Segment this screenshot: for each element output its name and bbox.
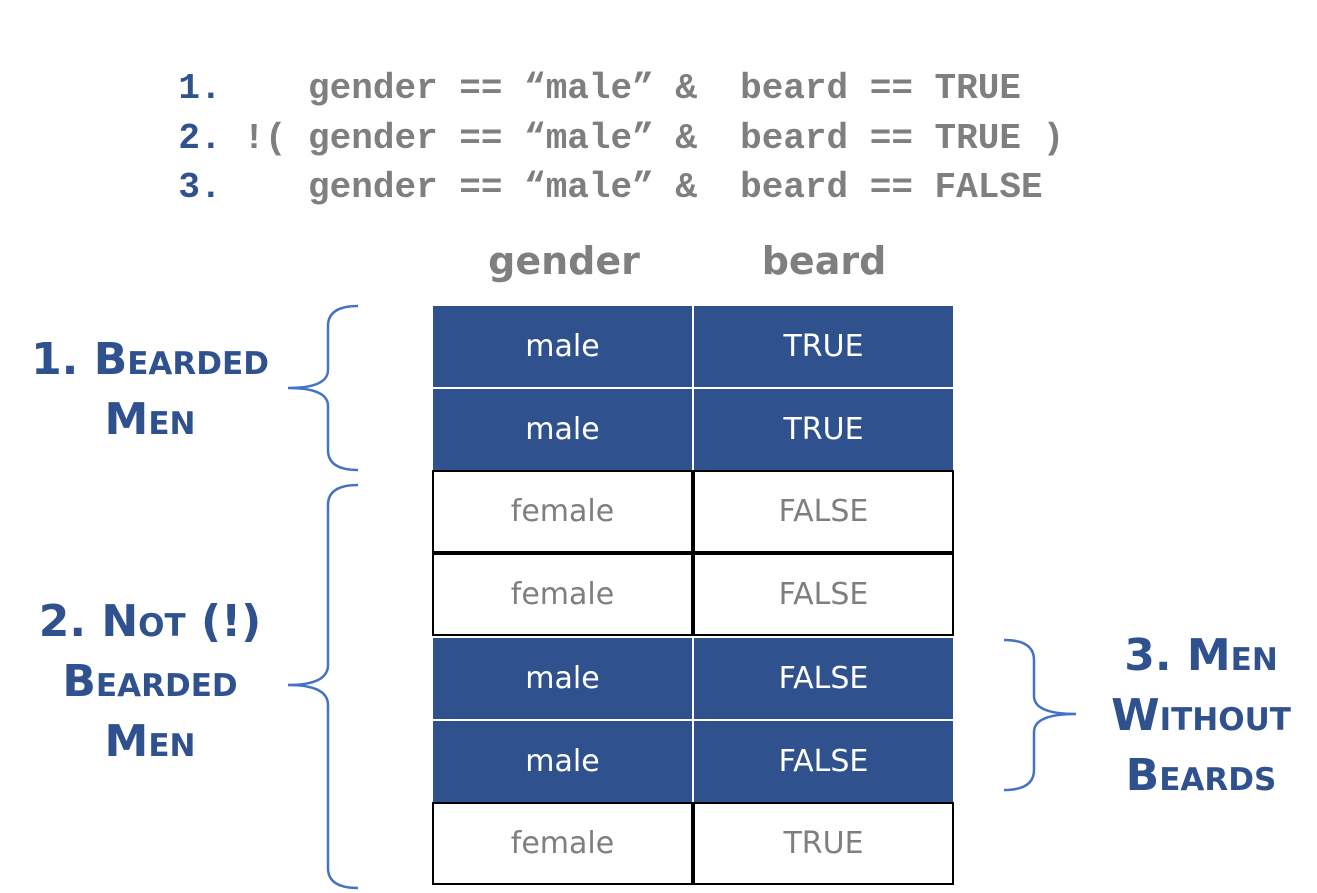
table-row: male FALSE — [432, 637, 954, 720]
table-row: male FALSE — [432, 720, 954, 803]
code-line-number: 3. — [178, 167, 222, 208]
label-line: 2. Not (!) — [38, 596, 262, 647]
table-cell-beard: TRUE — [693, 802, 954, 885]
table-cell-gender: male — [432, 720, 693, 803]
table-cell-gender: male — [432, 388, 693, 471]
table-row: female TRUE — [432, 802, 954, 886]
label-line: Without — [1111, 690, 1291, 741]
brace-men-without-beards — [1003, 638, 1077, 792]
column-header-beard: beard — [761, 239, 887, 283]
table-cell-gender: female — [432, 470, 693, 553]
label-line: Men — [104, 394, 196, 445]
brace-not-bearded-men — [287, 483, 359, 890]
table-cell-gender: male — [432, 637, 693, 720]
table-cell-gender: female — [432, 802, 693, 885]
label-not-bearded-men: 2. Not (!) Bearded Men — [10, 592, 290, 772]
table-cell-gender: female — [432, 553, 693, 636]
label-line: 1. Bearded — [31, 334, 269, 385]
table-row: female FALSE — [432, 553, 954, 637]
data-table: male TRUE male TRUE female FALSE female … — [432, 305, 954, 886]
code-line-expression: gender == “male” & beard == FALSE — [221, 167, 1043, 208]
code-line-3: 3. gender == “male” & beard == FALSE — [92, 113, 1042, 208]
code-line-number: 2. — [178, 118, 222, 159]
code-line-1: 1. gender == “male” & beard == TRUE — [92, 14, 1021, 109]
label-bearded-men: 1. Bearded Men — [10, 330, 290, 450]
code-line-2: 2. !( gender == “male” & beard == TRUE ) — [92, 64, 1064, 159]
code-line-expression: !( gender == “male” & beard == TRUE ) — [221, 118, 1065, 159]
table-row: male TRUE — [432, 305, 954, 388]
column-header-gender: gender — [488, 239, 640, 283]
table-cell-beard: FALSE — [693, 637, 954, 720]
table-cell-beard: FALSE — [693, 553, 954, 636]
code-line-expression: gender == “male” & beard == TRUE — [221, 68, 1021, 109]
table-cell-beard: TRUE — [693, 305, 954, 388]
label-men-without-beards: 3. Men Without Beards — [1090, 626, 1312, 806]
label-line: 3. Men — [1124, 630, 1278, 681]
code-line-number: 1. — [178, 68, 222, 109]
table-cell-beard: FALSE — [693, 470, 954, 553]
table-row: male TRUE — [432, 388, 954, 471]
label-line: Bearded — [62, 656, 238, 707]
brace-bearded-men — [287, 304, 359, 472]
table-row: female FALSE — [432, 470, 954, 554]
code-block: 1. gender == “male” & beard == TRUE 2. !… — [0, 0, 1064, 208]
label-line: Beards — [1125, 750, 1277, 801]
label-line: Men — [104, 716, 196, 767]
table-cell-gender: male — [432, 305, 693, 388]
